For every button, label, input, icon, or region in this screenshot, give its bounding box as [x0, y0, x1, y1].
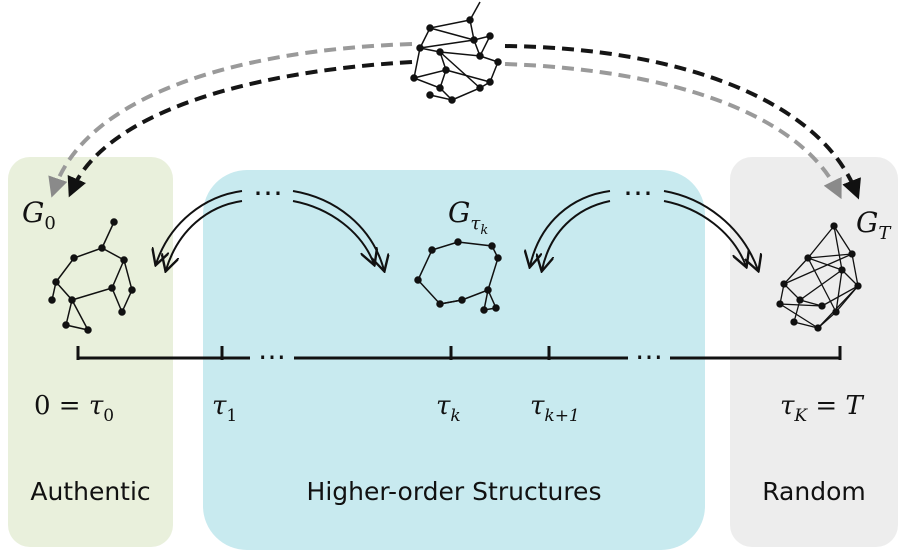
transition-arrows [156, 190, 758, 270]
authentic-panel [8, 157, 173, 547]
diffusion-diagram: ⋯ ⋯ ⋯ ⋯ 0 = τ0 τ1 τk τk+1 τK = T G0 Gτk … [22, 1, 892, 426]
top-graph-icon [410, 1, 502, 104]
dashed-arc-to-gt-dark [504, 44, 861, 200]
arrow-mid-forward-outer [292, 190, 384, 270]
caption-authentic: Authentic [30, 477, 151, 506]
label-tauk1: τk+1 [530, 391, 580, 426]
label-gtauk: Gτk [448, 196, 488, 238]
label-gt: GT [856, 206, 892, 244]
ellipsis-timeline-left: ⋯ [258, 340, 286, 373]
arrow-right-forward-outer [663, 190, 758, 270]
label-g0: G0 [22, 196, 56, 234]
arrow-left-back-inner [166, 200, 243, 270]
gt-graph-icon [776, 222, 862, 332]
higher-order-panel [203, 170, 705, 550]
dashed-arc-to-g0-dark [67, 60, 413, 198]
label-tauK: τK = T [780, 391, 864, 426]
timeline [76, 346, 842, 360]
random-panel [730, 157, 898, 547]
ellipsis-right-top: ⋯ [623, 176, 653, 211]
gtauk-graph-icon [414, 238, 502, 314]
label-tauk: τk [436, 391, 461, 426]
g0-graph-icon [48, 218, 136, 334]
arrow-left-back-outer [156, 190, 243, 264]
arrow-right-back-inner [542, 200, 611, 270]
label-tau1: τ1 [212, 391, 237, 426]
label-tau0: 0 = τ0 [34, 391, 114, 426]
top-dashed-arrows [48, 42, 861, 200]
ellipsis-timeline-right: ⋯ [635, 340, 663, 373]
arrow-right-back-outer [530, 190, 611, 266]
dashed-arc-to-g0-gray [48, 42, 413, 198]
dashed-arc-to-gt-gray [504, 62, 842, 200]
ellipsis-mid-top: ⋯ [253, 176, 283, 211]
arrow-mid-forward-inner [292, 200, 374, 264]
caption-random: Random [762, 477, 866, 506]
arrow-right-forward-inner [663, 200, 746, 266]
caption-higher-order: Higher-order Structures [306, 477, 602, 506]
